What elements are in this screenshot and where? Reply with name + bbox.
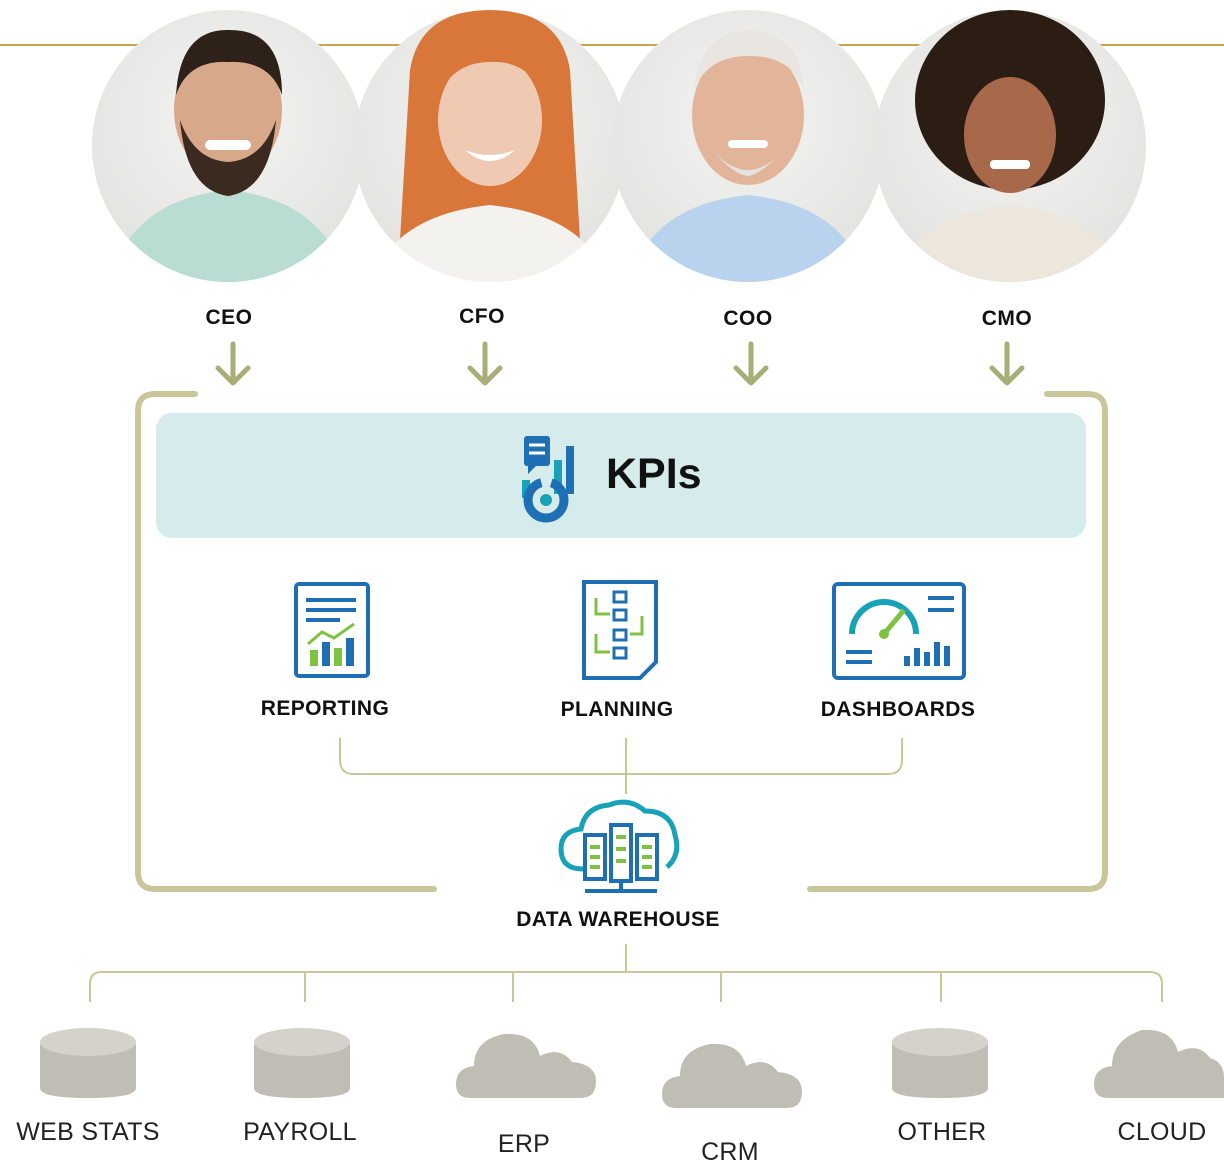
cloud-icon — [456, 1033, 596, 1098]
role-label-cmo: CMO — [981, 307, 1033, 330]
sources-connector — [89, 944, 1163, 1002]
source-label-crm: CRM — [701, 1138, 759, 1166]
database-icon — [254, 1028, 350, 1098]
data-warehouse-label: DATA WAREHOUSE — [516, 908, 720, 931]
role-label-coo: COO — [723, 307, 773, 330]
role-label-ceo: CEO — [205, 306, 253, 329]
tool-label-reporting: REPORTING — [260, 697, 390, 720]
kpi-title: KPIs — [606, 450, 702, 498]
kpi-panel — [156, 413, 1086, 538]
source-label-cloud: CLOUD — [1117, 1118, 1207, 1146]
tool-label-planning: PLANNING — [560, 698, 674, 721]
coo-portrait — [612, 10, 884, 282]
dashboard-gauge-icon — [832, 582, 966, 680]
executive-portraits — [92, 10, 1146, 282]
tool-label-dashboards: DASHBOARDS — [820, 698, 976, 721]
role-arrows — [215, 341, 1025, 386]
cmo-portrait — [874, 10, 1146, 282]
role-label-cfo: CFO — [459, 305, 505, 328]
cloud-server-icon — [558, 799, 680, 893]
kpi-icon — [522, 436, 574, 523]
source-label-web-stats: WEB STATS — [16, 1118, 160, 1146]
cfo-portrait — [354, 10, 626, 282]
cloud-icon — [1094, 1029, 1224, 1098]
arrow-down-icon — [989, 341, 1025, 386]
source-label-erp: ERP — [497, 1130, 551, 1158]
system-bracket — [135, 391, 1108, 892]
report-document-icon — [294, 582, 370, 678]
arrow-down-icon — [215, 341, 251, 386]
database-icon — [40, 1028, 136, 1098]
source-label-payroll: PAYROLL — [243, 1118, 357, 1146]
ceo-portrait — [92, 10, 364, 282]
planning-flowchart-icon — [582, 580, 658, 680]
arrow-down-icon — [733, 341, 769, 386]
database-icon — [892, 1028, 988, 1098]
cloud-icon — [662, 1043, 802, 1108]
source-icons — [40, 1028, 1224, 1108]
source-label-other: OTHER — [897, 1118, 987, 1146]
tools-connector — [339, 738, 903, 794]
arrow-down-icon — [467, 341, 503, 386]
